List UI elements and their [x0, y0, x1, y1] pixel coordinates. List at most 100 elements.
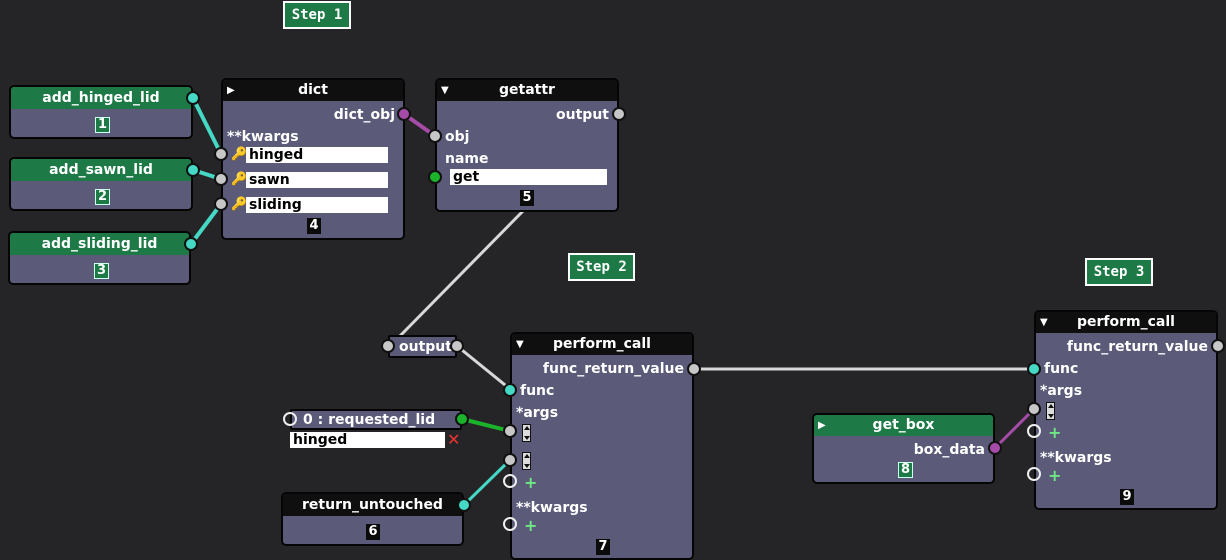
input-socket-func[interactable] [503, 383, 517, 397]
kwargs-label: **kwargs [516, 500, 588, 516]
input-socket-hinged[interactable] [214, 147, 228, 161]
input-socket-arg-0[interactable] [503, 424, 517, 438]
plus-icon[interactable]: + [524, 473, 538, 492]
obj-label: obj [445, 129, 470, 145]
plus-icon[interactable]: + [1048, 466, 1062, 485]
triangle-down-icon[interactable]: ▼ [516, 339, 524, 350]
add-kwarg-socket[interactable] [1027, 467, 1041, 481]
triangle-right-icon[interactable]: ▶ [818, 420, 826, 431]
output-label: output [399, 339, 452, 355]
add-arg-socket[interactable] [1027, 424, 1041, 438]
output-label: func_return_value [1066, 339, 1208, 355]
func-label: func [520, 383, 555, 399]
output-socket[interactable] [450, 339, 464, 353]
node-add-sliding-lid[interactable]: add_sliding_lid 3 [8, 231, 191, 285]
node-id: 2 [95, 189, 111, 205]
plus-icon[interactable]: + [524, 516, 538, 535]
x-icon[interactable]: ✕ [447, 430, 461, 449]
wire-hinged [191, 97, 223, 155]
input-socket-arg-0[interactable] [1027, 402, 1041, 416]
node-title[interactable]: return_untouched [283, 494, 462, 516]
input-socket[interactable] [283, 412, 297, 426]
input-socket-func[interactable] [1027, 362, 1041, 376]
kwarg-key-field[interactable]: sliding [246, 197, 388, 213]
add-kwarg-socket[interactable] [503, 517, 517, 531]
triangle-down-icon[interactable]: ▼ [1040, 317, 1048, 328]
kwargs-label: **kwargs [1040, 450, 1112, 466]
node-id: 5 [520, 190, 534, 206]
node-id: 3 [94, 263, 110, 279]
spinner-icon[interactable] [1046, 402, 1055, 420]
input-socket-sliding[interactable] [214, 197, 228, 211]
key-icon: 🔑 [231, 147, 248, 162]
input-socket-name[interactable] [428, 170, 442, 184]
node-requested-lid[interactable]: 0 : requested_lid [290, 409, 462, 430]
input-socket[interactable] [381, 339, 395, 353]
add-arg-socket[interactable] [503, 474, 517, 488]
node-title[interactable]: ▶ dict [223, 80, 403, 101]
output-socket[interactable] [612, 107, 626, 121]
node-output-redirect[interactable]: output [388, 335, 457, 358]
node-perform-call-7[interactable]: ▼ perform_call func_return_value func *a… [510, 332, 694, 560]
node-id: 4 [307, 218, 321, 234]
spinner-icon[interactable] [522, 452, 531, 470]
name-value-field[interactable]: get [450, 169, 607, 185]
node-title[interactable]: ▼ perform_call [1036, 312, 1216, 333]
wire-output-func [456, 344, 511, 391]
input-socket-obj[interactable] [428, 129, 442, 143]
node-title[interactable]: ▼ getattr [437, 80, 617, 101]
node-getattr[interactable]: ▼ getattr output obj name get 5 [435, 78, 619, 212]
output-socket[interactable] [1211, 339, 1225, 353]
spinner-icon[interactable] [522, 424, 531, 442]
node-title-text: dict [298, 82, 328, 98]
triangle-down-icon[interactable]: ▼ [441, 85, 449, 96]
input-socket-arg-1[interactable] [503, 453, 517, 467]
node-title[interactable]: add_hinged_lid [11, 87, 191, 109]
node-title[interactable]: ▼ perform_call [512, 334, 692, 355]
output-socket[interactable] [186, 163, 200, 177]
output-socket[interactable] [186, 91, 200, 105]
kwarg-key-field[interactable]: sawn [246, 172, 388, 188]
key-icon: 🔑 [231, 172, 248, 187]
node-id: 8 [898, 462, 914, 478]
node-title-text: perform_call [1077, 314, 1175, 330]
triangle-right-icon[interactable]: ▶ [227, 85, 235, 96]
node-title[interactable]: add_sawn_lid [11, 159, 191, 181]
output-label: func_return_value [542, 361, 684, 377]
step-1-label: Step 1 [283, 1, 351, 29]
output-socket[interactable] [184, 237, 198, 251]
node-perform-call-9[interactable]: ▼ perform_call func_return_value func *a… [1034, 310, 1218, 510]
output-socket[interactable] [457, 498, 471, 512]
node-id: 9 [1120, 489, 1134, 505]
name-label: name [445, 151, 489, 167]
output-socket[interactable] [988, 441, 1002, 455]
node-return-untouched[interactable]: return_untouched 6 [281, 492, 464, 546]
node-title[interactable]: add_sliding_lid [10, 233, 189, 255]
requested-lid-value-field[interactable]: hinged [290, 432, 445, 448]
plus-icon[interactable]: + [1048, 423, 1062, 442]
output-label: box_data [913, 442, 985, 458]
node-title-text: getattr [499, 82, 555, 98]
node-title[interactable]: ▶ get_box [814, 415, 993, 436]
step-2-label: Step 2 [568, 253, 635, 281]
node-add-sawn-lid[interactable]: add_sawn_lid 2 [9, 157, 193, 211]
node-title-text: get_box [872, 417, 935, 433]
variable-label: 0 : requested_lid [303, 412, 436, 428]
node-id: 6 [366, 524, 380, 540]
node-get-box[interactable]: ▶ get_box box_data 8 [812, 413, 995, 484]
kwarg-key-field[interactable]: hinged [246, 147, 388, 163]
output-socket[interactable] [687, 362, 701, 376]
node-id: 1 [95, 117, 111, 133]
output-socket[interactable] [397, 107, 411, 121]
node-add-hinged-lid[interactable]: add_hinged_lid 1 [9, 85, 193, 139]
node-dict[interactable]: ▶ dict dict_obj **kwargs 🔑 hinged 🔑 sawn… [221, 78, 405, 240]
args-label: *args [516, 405, 559, 421]
wire-getattr-output [396, 209, 525, 340]
output-label: output [556, 107, 609, 123]
args-label: *args [1040, 383, 1083, 399]
func-label: func [1044, 361, 1079, 377]
node-title-text: perform_call [553, 336, 651, 352]
output-socket[interactable] [455, 412, 469, 426]
input-socket-sawn[interactable] [214, 172, 228, 186]
output-label: dict_obj [333, 107, 395, 123]
